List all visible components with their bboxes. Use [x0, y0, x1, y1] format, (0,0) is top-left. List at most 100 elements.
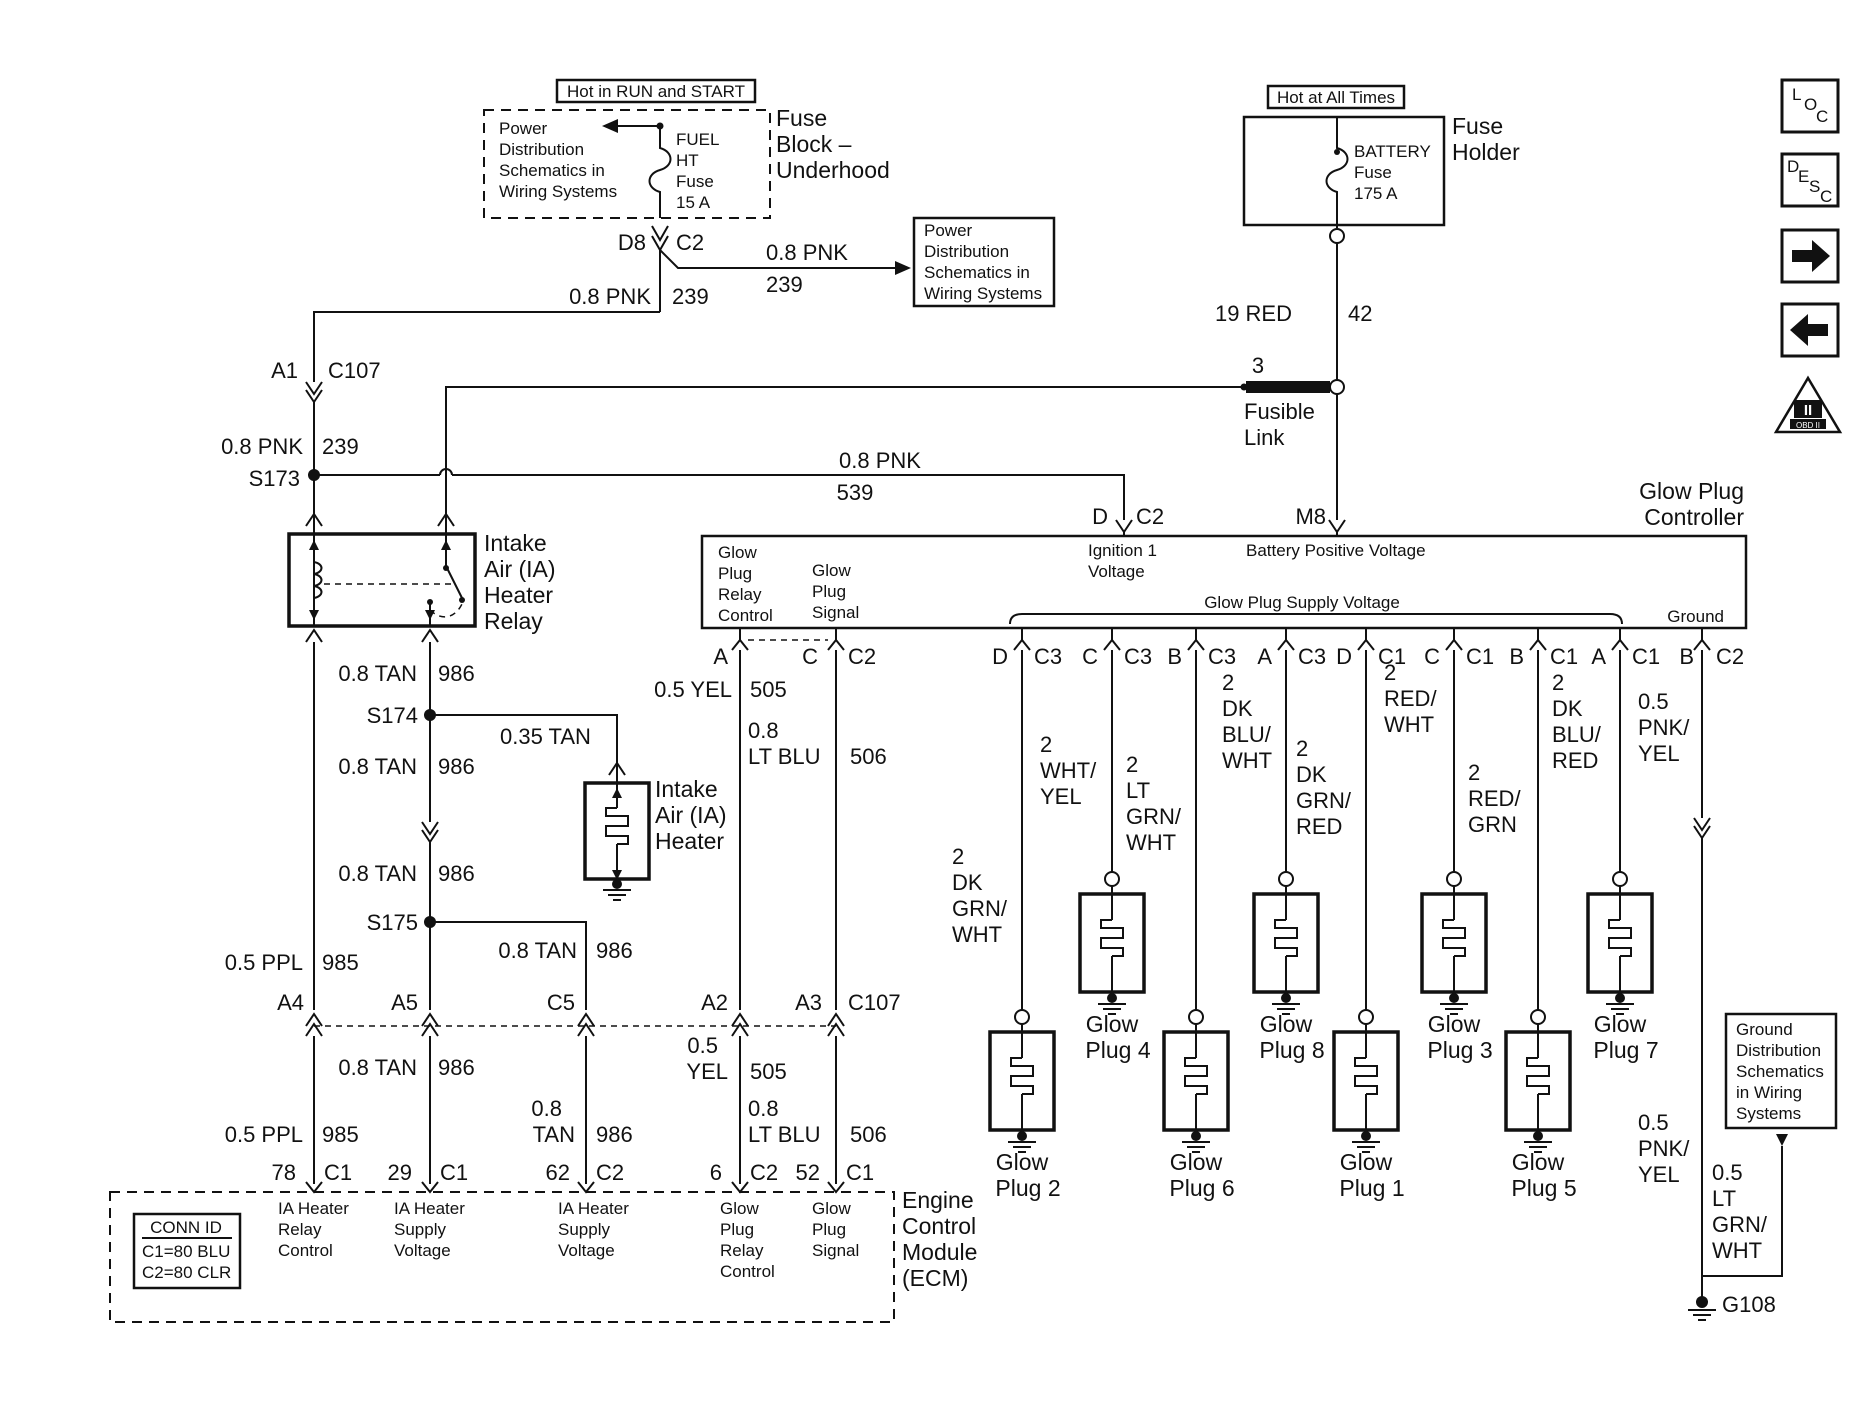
- glow-plug-name: Plug 2: [995, 1175, 1060, 1201]
- power-ref-wire-size: 0.8 PNK: [766, 240, 848, 265]
- glow-plug-wire-label: DK: [1296, 762, 1327, 787]
- loc-button[interactable]: L O C: [1780, 78, 1840, 134]
- glow-plug-wire-label: BLU/: [1222, 722, 1272, 747]
- glow-plug-wire-label: WHT/: [1040, 758, 1097, 783]
- glow-plug-name: Glow: [1340, 1149, 1393, 1175]
- hot-at-all-times-box: [1266, 84, 1406, 110]
- glow-plug-wire-label: 2: [1040, 732, 1052, 757]
- ltblu-506-circuit: 506: [850, 744, 887, 769]
- fuse-block-connector: C2: [676, 230, 704, 255]
- glow-plug-wire-label: RED/: [1468, 786, 1521, 811]
- c107-a3: A3: [795, 990, 822, 1015]
- ground-wire2-line1: 0.5: [1638, 1110, 1669, 1135]
- s173-circuit: 239: [322, 434, 359, 459]
- ia-heater: [583, 761, 651, 901]
- arrow-right-icon: [1792, 240, 1830, 272]
- tan-986-circuit: 986: [438, 661, 475, 686]
- ground-distribution-ref[interactable]: Ground Distribution Schematics in Wiring…: [1724, 1012, 1838, 1130]
- glow-plug-conn: C3: [1208, 644, 1236, 669]
- fuel-ht-fuse-line4: 15 A: [676, 193, 711, 212]
- arrow-left-icon: [1790, 314, 1828, 346]
- relay-name-line4: Relay: [484, 608, 543, 634]
- ground-wire3-line3: GRN/: [1712, 1212, 1768, 1237]
- obd-ii-top: II: [1804, 402, 1812, 419]
- desc-letter-c: C: [1820, 187, 1832, 206]
- ecm-supply2-line2: Supply: [558, 1220, 610, 1239]
- ground-pin: B: [1679, 644, 1694, 669]
- relay-switch-icon: [445, 565, 463, 599]
- power-distribution-ref[interactable]: Power Distribution Schematics in Wiring …: [912, 216, 1056, 308]
- controller-name-line1: Glow Plug: [1639, 478, 1744, 504]
- ecm-pin-29-conn: C1: [440, 1160, 468, 1185]
- splice-s173: S173: [249, 466, 300, 491]
- glow-plug-wire-label: RED: [1296, 814, 1342, 839]
- glow-plug-wire-label: 2: [1468, 760, 1480, 785]
- c107-a5: A5: [391, 990, 418, 1015]
- glow-plug-pin: A: [1591, 644, 1606, 669]
- fuse-block-underhood: Hot in RUN and START Power Distribution …: [483, 78, 890, 255]
- next-button[interactable]: [1780, 228, 1840, 284]
- glow-plug-name: Glow: [1428, 1011, 1481, 1037]
- glow-plug-pin: B: [1167, 644, 1182, 669]
- glow-plug-conn: C3: [1298, 644, 1326, 669]
- ecm-pin-78: 78: [272, 1160, 296, 1185]
- glow-plug-name: Plug 3: [1427, 1037, 1492, 1063]
- ctrl-batt-voltage: Battery Positive Voltage: [1246, 541, 1426, 560]
- ecm-name-line2: Control: [902, 1213, 976, 1239]
- ground-ref-line4: in Wiring: [1736, 1083, 1802, 1102]
- heater-element-icon: [605, 807, 629, 845]
- ppl-985-circuit: 985: [322, 950, 359, 975]
- desc-letter-e: E: [1798, 167, 1809, 186]
- ctrl-ign-line1: Ignition 1: [1088, 541, 1157, 560]
- ecm-supply1-line3: Voltage: [394, 1241, 451, 1260]
- glow-plug-wire-label: RED/: [1384, 686, 1437, 711]
- ctrl-relay-line1: Glow: [718, 543, 757, 562]
- ground-ref-line2: Distribution: [1736, 1041, 1821, 1060]
- power-ref-line4: Wiring Systems: [924, 284, 1042, 303]
- fusible-link-line1: Fusible: [1244, 399, 1315, 424]
- glow-plug-wire-label: DK: [952, 870, 983, 895]
- ia-heater-relay: [287, 526, 477, 628]
- desc-button[interactable]: D E S C: [1780, 152, 1840, 208]
- ground-wire1-line2: PNK/: [1638, 715, 1690, 740]
- c107-a2: A2: [701, 990, 728, 1015]
- heater-name-line1: Intake: [655, 776, 718, 802]
- obd-ii-bottom: OBD II: [1796, 421, 1820, 430]
- ground-wire3-line1: 0.5: [1712, 1160, 1743, 1185]
- tan-986-wire-e: 0.8 TAN: [338, 1055, 417, 1080]
- ltblu-506-line1: 0.8: [748, 718, 779, 743]
- yel-505-b-circuit: 505: [750, 1059, 787, 1084]
- ctrl-pin-c: C: [802, 644, 818, 669]
- glow-plug-wire-label: RED: [1552, 748, 1598, 773]
- glow-plug-name: Plug 5: [1511, 1175, 1576, 1201]
- engine-control-module: Engine Control Module (ECM) CONN ID C1=8…: [109, 1187, 977, 1323]
- ctrl-relay-line3: Relay: [718, 585, 762, 604]
- glow-plug-controller: Glow Plug Controller Glow Plug Relay Con…: [700, 478, 1748, 630]
- ground-ref-line5: Systems: [1736, 1104, 1801, 1123]
- back-button[interactable]: [1780, 302, 1840, 358]
- glow-plug-name: Glow: [1086, 1011, 1139, 1037]
- fuel-ht-fuse-line3: Fuse: [676, 172, 714, 191]
- glow-plug-name: Glow: [996, 1149, 1049, 1175]
- obd-ii-icon[interactable]: II OBD II: [1773, 375, 1843, 434]
- ecm-supply2-line3: Voltage: [558, 1241, 615, 1260]
- tan-986-circuit-b: 986: [438, 754, 475, 779]
- arrow-left-icon: [602, 119, 618, 133]
- battery-fuse-line3: 175 A: [1354, 184, 1398, 203]
- ground-wire1-line1: 0.5: [1638, 689, 1669, 714]
- loc-letter-c: C: [1816, 107, 1828, 126]
- tan-986-f-circuit: 986: [596, 1122, 633, 1147]
- ecm-pin-29: 29: [388, 1160, 412, 1185]
- glow-plug-pin: D: [1336, 644, 1352, 669]
- c107-a4: A4: [277, 990, 304, 1015]
- glow-plug-pin: C: [1424, 644, 1440, 669]
- glow-plug-wire-label: WHT: [1126, 830, 1176, 855]
- fuse-block-name-line1: Fuse: [776, 105, 827, 131]
- batt-pin: M8: [1295, 504, 1326, 529]
